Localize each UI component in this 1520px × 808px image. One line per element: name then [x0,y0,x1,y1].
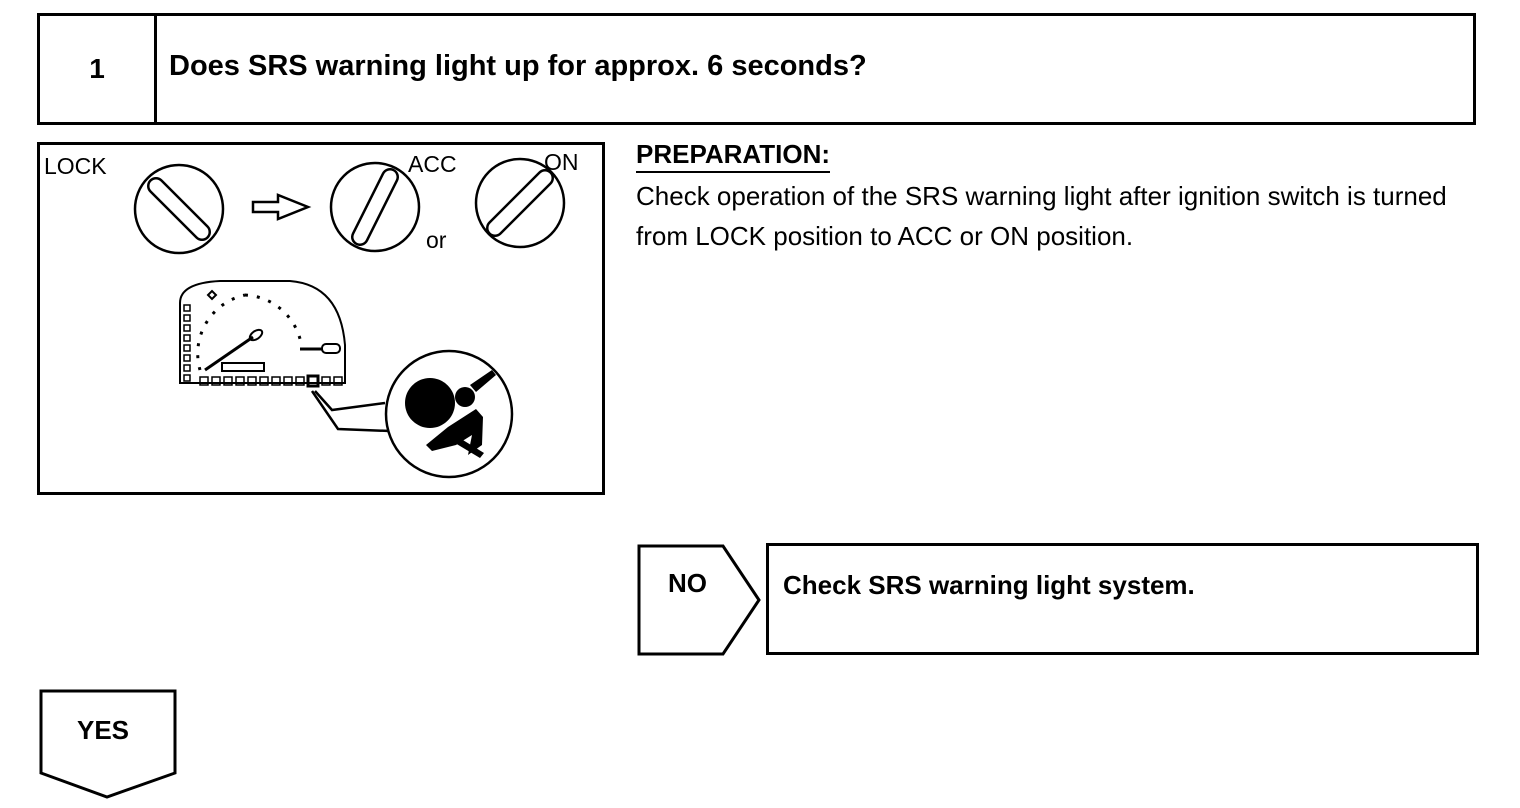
no-result-label: NO [668,568,707,598]
arrow-right-icon [251,193,312,221]
lock-key-icon [133,163,225,255]
yes-result-label: YES [77,715,130,745]
illustration-drawing [133,157,566,479]
acc-label: ACC [408,151,457,177]
preparation-text: Check operation of the SRS warning light… [636,181,1447,251]
on-key-icon [474,157,566,249]
instrument-cluster-icon [179,280,346,388]
or-label: or [426,227,447,253]
preparation-title: PREPARATION: [636,139,831,173]
step-question: Does SRS warning light up for approx. 6 … [169,49,867,82]
airbag-warning-icon [405,370,496,458]
ignition-illustration: LOCK ACC ON or [37,142,605,495]
step-header: 1 Does SRS warning light up for approx. … [37,13,1476,125]
no-result-action: Check SRS warning light system. [783,570,1195,600]
no-result-arrow [637,544,761,656]
no-result-action-box: Check SRS warning light system. [766,543,1479,655]
lock-label: LOCK [44,153,107,179]
step-number: 1 [40,16,157,122]
acc-key-icon [329,161,421,253]
on-label: ON [544,149,579,175]
yes-result-arrow [39,689,177,799]
